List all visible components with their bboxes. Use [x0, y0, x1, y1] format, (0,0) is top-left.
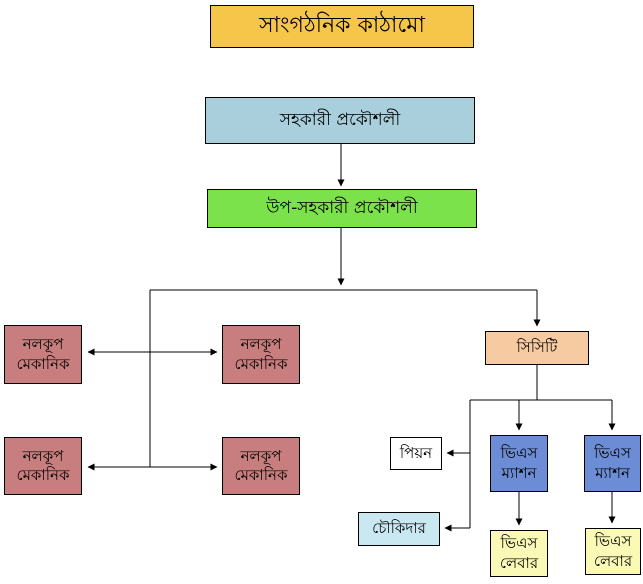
node-vs-mason-1: ভিএস ম্যাশন — [490, 435, 548, 492]
node-cct: সিসিটি — [485, 331, 589, 365]
node-sub-assistant-engineer: উপ-সহকারী প্রকৌশলী — [207, 189, 477, 228]
node-chowkidar: চৌকিদার — [358, 512, 440, 546]
node-assistant-engineer: সহকারী প্রকৌশলী — [205, 97, 475, 144]
node-vs-labour-1: ভিএস লেবার — [490, 530, 548, 577]
node-tubewell-mechanic-3: নলকূপ মেকানিক — [4, 437, 82, 495]
node-tubewell-mechanic-1: নলকূপ মেকানিক — [4, 325, 82, 384]
node-peon: পিয়ন — [390, 437, 442, 470]
node-tubewell-mechanic-2: নলকূপ মেকানিক — [222, 325, 300, 384]
node-vs-mason-2: ভিএস ম্যাশন — [584, 435, 641, 492]
node-vs-labour-2: ভিএস লেবার — [585, 528, 641, 575]
node-tubewell-mechanic-4: নলকূপ মেকানিক — [222, 437, 300, 495]
chart-title: সাংগঠনিক কাঠামো — [210, 5, 474, 48]
